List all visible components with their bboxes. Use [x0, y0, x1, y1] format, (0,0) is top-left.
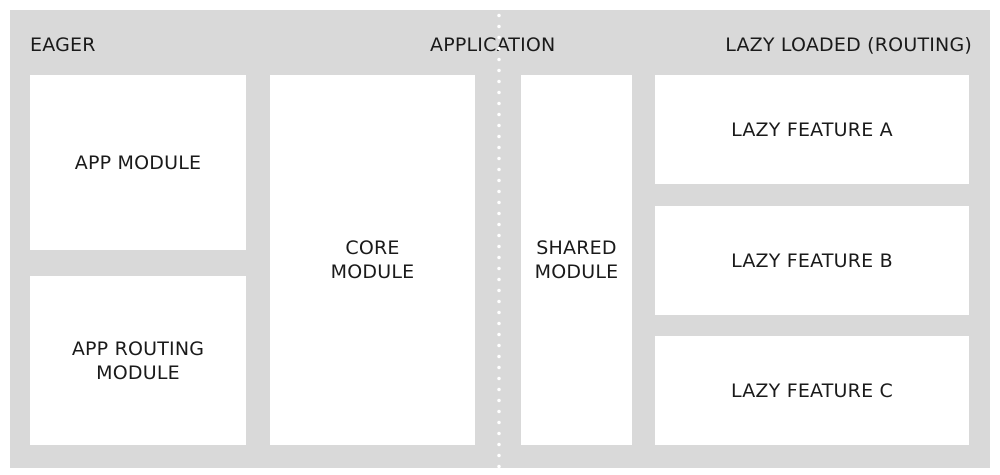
- core-module-label-line1: CORE: [345, 237, 400, 259]
- lazy-feature-b-label: LAZY FEATURE B: [731, 249, 893, 272]
- lazy-section-label: LAZY LOADED (ROUTING): [725, 34, 972, 56]
- core-module-label-line2: MODULE: [330, 261, 415, 283]
- lazy-feature-c-box: LAZY FEATURE C: [655, 336, 969, 445]
- lazy-feature-a-label: LAZY FEATURE A: [731, 118, 893, 141]
- app-module-box: APP MODULE: [30, 75, 246, 250]
- lazy-feature-a-box: LAZY FEATURE A: [655, 75, 969, 184]
- app-routing-module-label-line1: APP ROUTING: [71, 337, 205, 360]
- shared-module-label-line2: MODULE: [534, 261, 619, 283]
- shared-module-box: SHARED MODULE: [521, 75, 632, 445]
- app-routing-module-box: APP ROUTING MODULE: [30, 276, 246, 445]
- eager-section-label: EAGER: [30, 34, 96, 56]
- application-section-label: APPLICATION: [430, 34, 556, 56]
- app-routing-module-label-line2: MODULE: [96, 361, 180, 384]
- shared-module-label-line1: SHARED: [536, 237, 617, 259]
- lazy-feature-c-label: LAZY FEATURE C: [731, 379, 893, 402]
- eager-lazy-divider: [497, 10, 501, 468]
- architecture-diagram: EAGER APPLICATION LAZY LOADED (ROUTING) …: [10, 10, 990, 468]
- app-module-label: APP MODULE: [74, 151, 202, 174]
- lazy-feature-b-box: LAZY FEATURE B: [655, 206, 969, 315]
- core-module-box: CORE MODULE: [270, 75, 475, 445]
